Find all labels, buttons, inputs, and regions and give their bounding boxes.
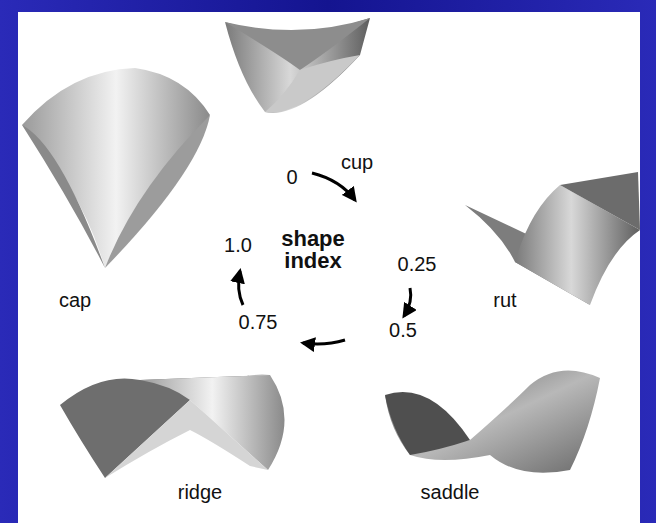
- surface-name: cup: [341, 151, 373, 173]
- index-value: 0.75: [239, 311, 278, 333]
- cycle-arrows: [239, 173, 411, 344]
- surface-name: rut: [493, 289, 516, 311]
- surface-name: ridge: [178, 481, 222, 503]
- index-value: 0.5: [389, 319, 417, 341]
- index-value: 1.0: [224, 234, 252, 256]
- index-value: 0: [286, 166, 297, 188]
- cap-surface: [22, 68, 210, 268]
- index-value: 0.25: [398, 253, 437, 275]
- rut-surface: [465, 172, 640, 305]
- saddle-surface: [385, 370, 600, 472]
- cup-surface: [225, 18, 370, 113]
- diagram-center-title: shape index: [268, 228, 358, 272]
- surface-name: cap: [59, 289, 91, 311]
- surface-name: saddle: [421, 481, 480, 503]
- ridge-surface: [60, 375, 285, 478]
